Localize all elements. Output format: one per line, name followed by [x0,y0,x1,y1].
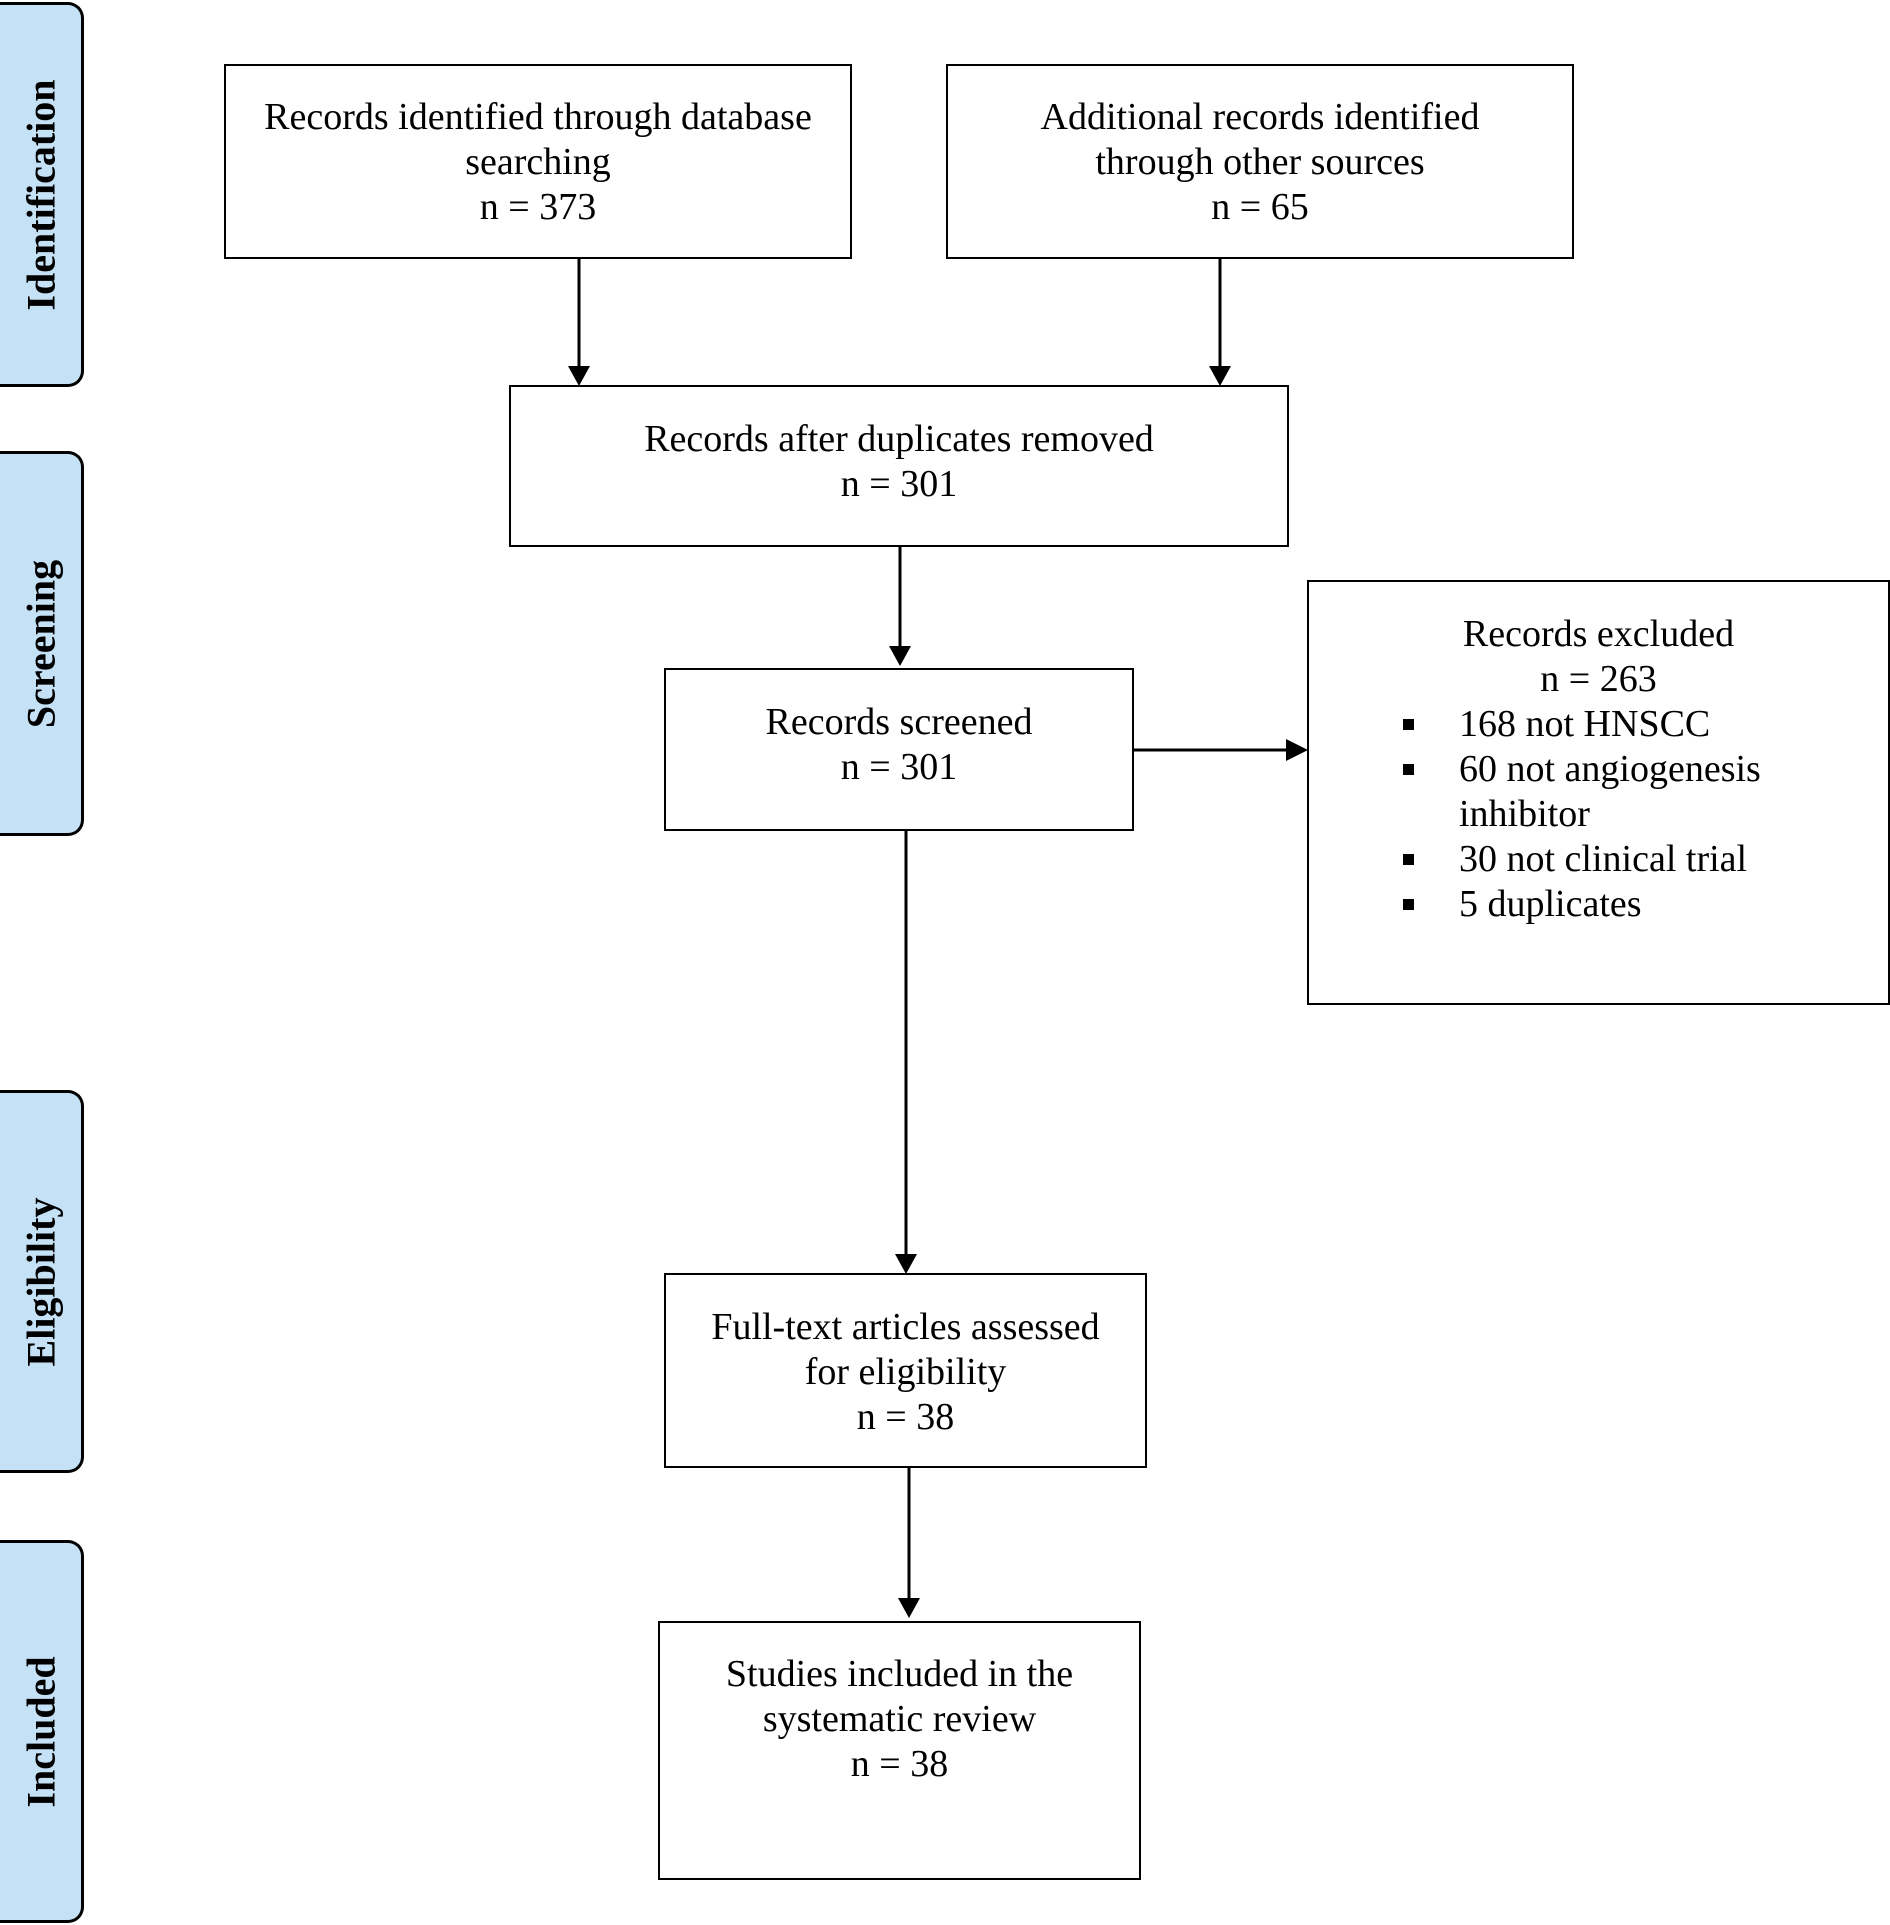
arrowhead-dedup [889,646,911,666]
arrowhead-database [568,366,590,386]
box-screened-count: n = 301 [840,746,958,788]
box-fulltext-line-2: for eligibility [804,1351,1007,1393]
box-after-duplicates: Records after duplicates removed n = 301 [509,385,1289,547]
box-database-count: n = 373 [479,186,597,228]
square-bullet-icon [1403,764,1414,775]
box-fulltext-assessed: Full-text articles assessed for eligibil… [664,1273,1147,1468]
box-included-line-2: systematic review [762,1698,1037,1740]
square-bullet-icon [1403,719,1414,730]
exclusion-reason-text: 168 not HNSCC [1459,703,1711,745]
box-database-line-1: Records identified through database [264,96,812,138]
exclusion-reason: 30 not clinical trial [1309,837,1888,882]
box-records-screened: Records screened n = 301 [664,668,1134,831]
box-studies-included: Studies included in the systematic revie… [658,1621,1141,1880]
exclusion-reason: 5 duplicates [1309,882,1888,927]
exclusion-reason: 168 not HNSCC [1309,702,1888,747]
phase-included: Included [0,1540,84,1923]
box-fulltext-count: n = 38 [856,1396,955,1438]
phase-eligibility: Eligibility [0,1090,84,1473]
exclusion-reason: 60 not angiogenesis inhibitor [1309,747,1888,837]
box-dedup-line-1: Records after duplicates removed [644,418,1154,460]
box-excluded-count: n = 263 [1540,658,1657,700]
box-excluded-title: Records excluded [1462,613,1735,655]
arrowhead-excluded [1286,739,1308,761]
phase-screening: Screening [0,451,84,836]
box-database-line-2: searching [465,141,611,183]
box-dedup-count: n = 301 [840,463,958,505]
box-other-sources: Additional records identified through ot… [946,64,1574,259]
box-included-line-1: Studies included in the [725,1653,1074,1695]
exclusion-reason-text: 5 duplicates [1459,883,1642,925]
exclusion-reason-text: 60 not angiogenesis inhibitor [1459,748,1761,835]
box-database-records: Records identified through database sear… [224,64,852,259]
arrowhead-screened [895,1254,917,1274]
square-bullet-icon [1403,854,1414,865]
box-included-count: n = 38 [850,1743,949,1785]
arrowhead-other [1209,366,1231,386]
exclusion-reasons-list: 168 not HNSCC 60 not angiogenesis inhibi… [1309,702,1888,927]
square-bullet-icon [1403,899,1414,910]
box-screened-line-1: Records screened [765,701,1033,743]
phase-identification: Identification [0,2,84,387]
box-fulltext-line-1: Full-text articles assessed [711,1306,1100,1348]
exclusion-reason-text: 30 not clinical trial [1459,838,1748,880]
box-other-line-1: Additional records identified [1040,96,1480,138]
arrowhead-fulltext [898,1598,920,1618]
box-records-excluded: Records excluded n = 263 168 not HNSCC 6… [1307,580,1890,1005]
box-other-count: n = 65 [1211,186,1309,228]
box-other-line-2: through other sources [1095,141,1425,183]
